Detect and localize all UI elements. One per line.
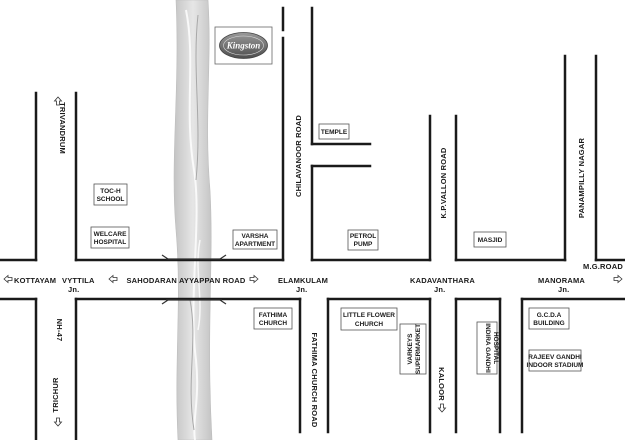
manorama-jn-label: Jn.: [558, 285, 569, 294]
direction-arrow-icon: [53, 96, 63, 106]
manorama-label: MANORAMA: [538, 276, 585, 285]
direction-arrow-icon: [53, 417, 63, 427]
kottayam-label: KOTTAYAM: [14, 276, 56, 285]
kadavanthara-jn-label: Jn.: [434, 285, 445, 294]
varkeys-label-1: VARKEYS: [407, 333, 414, 365]
fathima-label-1: FATHIMA: [259, 312, 288, 319]
kaloor-label: KALOOR: [437, 367, 446, 401]
little-flower-church-box: [340, 307, 398, 331]
temple-label: TEMPLE: [321, 129, 348, 136]
landmark-boxes: [90, 123, 582, 375]
kingston-logo: Kingston: [214, 26, 273, 65]
welcare-hospital-box: [90, 226, 130, 249]
nh47-label: NH-47: [55, 319, 64, 342]
sahodaran-road-label: SAHODARAN AYYAPPAN ROAD: [126, 276, 245, 285]
fathima-church-road-label: FATHIMA CHURCH ROAD: [310, 332, 319, 427]
vyttila-label: VYTTILA: [62, 276, 95, 285]
temple-box: [318, 123, 350, 140]
little-flower-label-2: CHURCH: [355, 321, 383, 328]
petrol-label-1: PETROL: [350, 233, 376, 240]
panampilly-nagar-label: PANAMPILLY NAGAR: [577, 138, 586, 219]
direction-arrows: [3, 96, 623, 427]
elamkulam-jn-label: Jn.: [296, 285, 307, 294]
fathima-label-2: CHURCH: [259, 320, 287, 327]
kingston-logo-icon: [219, 32, 268, 59]
trichur-label: TRICHUR: [51, 377, 60, 413]
gcda-building-box: [528, 307, 570, 330]
elamkulam-label: ELAMKULAM: [278, 276, 328, 285]
canal: [173, 0, 213, 440]
gcda-label-2: BUILDING: [533, 320, 564, 327]
road-lines: [0, 6, 625, 440]
indira-label-2: HOSPITAL: [492, 332, 499, 364]
toch-school-box: [93, 183, 128, 206]
fathima-church-box: [253, 307, 293, 330]
direction-arrow-icon: [3, 274, 13, 284]
direction-arrow-icon: [108, 274, 118, 284]
direction-arrow-icon: [613, 274, 623, 284]
varsha-label-1: VARSHA: [242, 233, 269, 240]
varsha-apartment-box: [232, 229, 278, 250]
rajeev-stadium-box: [528, 349, 582, 372]
petrol-label-2: PUMP: [354, 241, 373, 248]
welcare-label-2: HOSPITAL: [94, 239, 126, 246]
welcare-label-1: WELCARE: [94, 231, 128, 238]
kp-vallon-road-label: K.P.VALLON ROAD: [439, 147, 448, 218]
varkeys-supermarket-box: [399, 323, 427, 375]
indira-hospital-box: [476, 321, 498, 375]
masjid-label: MASJID: [478, 237, 503, 244]
road-labels: SAHODARAN AYYAPPAN ROAD KOTTAYAM VYTTILA…: [14, 102, 623, 428]
rajeev-label-2: INDOOR STADIUM: [527, 362, 584, 369]
bridge: [161, 254, 227, 305]
toch-label-1: TOC-H: [100, 188, 121, 195]
rajeev-label-1: RAJEEV GANDHI: [528, 354, 582, 361]
kadavanthara-label: KADAVANTHARA: [410, 276, 475, 285]
trivandrum-label: TRIVANDRUM: [58, 102, 67, 154]
little-flower-label-1: LITTLE FLOWER: [343, 312, 395, 319]
direction-arrow-icon: [437, 403, 447, 413]
indira-label-1: INDIRA GANDHI: [484, 323, 491, 373]
varsha-label-2: APARTMENT: [235, 241, 275, 248]
chilavanoor-road-label: CHILAVANOOR ROAD: [294, 115, 303, 197]
varkeys-label-2: SUPERMARKET: [415, 324, 422, 374]
mg-road-label: M.G.ROAD: [583, 262, 623, 271]
landmark-labels: TOC-H SCHOOL WELCARE HOSPITAL VARSHA APA…: [94, 129, 584, 374]
petrol-pump-box: [347, 229, 379, 251]
gcda-label-1: G.C.D.A: [537, 312, 562, 319]
direction-arrow-icon: [249, 274, 259, 284]
kingston-logo-text: Kingston: [226, 41, 261, 51]
toch-label-2: SCHOOL: [97, 196, 125, 203]
vyttila-jn-label: Jn.: [68, 285, 79, 294]
masjid-box: [473, 231, 507, 248]
